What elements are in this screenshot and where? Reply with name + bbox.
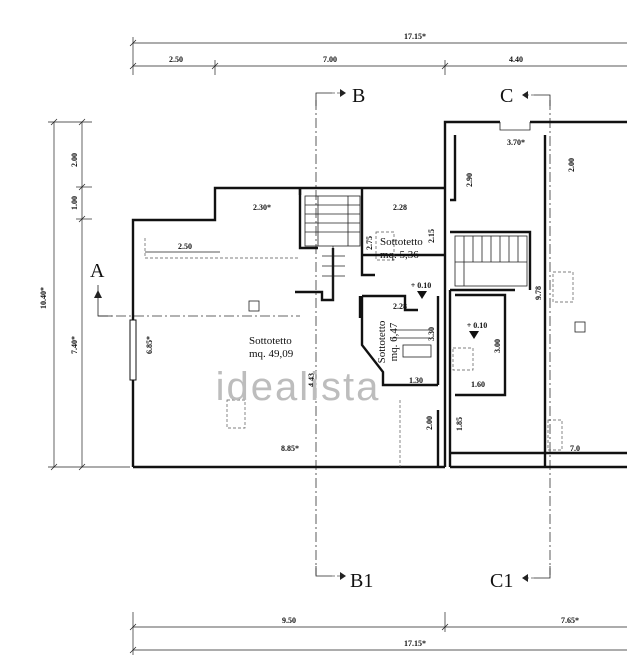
room-main-area: mq. 49,09: [249, 348, 294, 360]
dim-left-2-00: 2.00: [70, 153, 79, 167]
dim-bottom-9-50: 9.50: [282, 616, 296, 625]
dim-1-85: 1.85: [455, 417, 464, 431]
dim-6-85: 6.85*: [145, 336, 154, 354]
dim-3-70: 3.70*: [507, 138, 525, 147]
stairs-right: [454, 235, 528, 287]
left-dimension-chain: 10.40* 2.00 1.00 7.40*: [39, 118, 130, 471]
room-upper-area: mq. 5,36: [380, 249, 419, 261]
dim-total-top: 17.15*: [404, 32, 426, 41]
dim-2-30: 2.30*: [253, 203, 271, 212]
section-c-label: C: [500, 85, 513, 107]
dim-bottom-7-65: 7.65*: [561, 616, 579, 625]
dim-1-30: 1.30: [409, 376, 423, 385]
section-c1-label: C1: [490, 570, 513, 592]
dim-9-78: 9.78: [534, 286, 543, 300]
stairs-middle: [304, 195, 432, 358]
dim-top-2-50: 2.50: [169, 55, 183, 64]
dim-2-00-right: 2.00: [567, 158, 576, 172]
top-dimension-chain: 17.15* 2.50 7.00 4.40: [129, 32, 627, 75]
dim-3-30: 3.30: [427, 327, 436, 341]
dim-left-10-40: 10.40*: [39, 287, 48, 309]
dim-2-00-low: 2.00: [425, 416, 434, 430]
watermark-logo: idealista: [216, 365, 381, 409]
dim-3-00: 3.00: [493, 339, 502, 353]
dim-4-43: 4.43: [307, 373, 316, 387]
bottom-dimension-chain: 9.50 7.65* 17.15*: [129, 612, 627, 655]
dim-2-28-top: 2.28: [393, 203, 407, 212]
section-lines: B B1 C C1 A: [90, 85, 551, 592]
dim-left-1-00: 1.00: [70, 196, 79, 210]
dim-total-bottom: 17.15*: [404, 639, 426, 648]
dim-left-7-40: 7.40*: [70, 336, 79, 354]
section-b-label: B: [352, 85, 365, 107]
section-a-label: A: [90, 260, 105, 282]
dim-2-15: 2.15: [427, 229, 436, 243]
section-b1-label: B1: [350, 570, 373, 592]
dim-2-50: 2.50: [178, 242, 192, 251]
dim-2-75: 2.75: [365, 236, 374, 250]
walls: [129, 120, 627, 469]
dim-7-0x: 7.0: [570, 444, 580, 453]
fixtures: [144, 231, 586, 467]
room-main-name: Sottotetto: [249, 335, 292, 347]
level-marker-right: + 0.10: [467, 321, 488, 330]
room-upper-name: Sottotetto: [380, 236, 423, 248]
dim-2-28-mid: 2.28: [393, 302, 407, 311]
room-labels: Sottotetto mq. 49,09 Sottotetto mq. 5,36…: [249, 236, 423, 363]
internal-dimensions: 2.30* 2.50 6.85* 8.85* 4.43 2.00 2.28 2.…: [145, 138, 580, 453]
level-marker-middle: + 0.10: [411, 281, 432, 290]
dim-8-85: 8.85*: [281, 444, 299, 453]
dim-2-90: 2.90: [465, 173, 474, 187]
room-rotated-area: mq. 6,47: [388, 322, 400, 361]
room-rotated-name: Sottotetto: [376, 320, 388, 363]
dim-top-4-40: 4.40: [509, 55, 523, 64]
dim-1-60: 1.60: [471, 380, 485, 389]
dim-top-7-00: 7.00: [323, 55, 337, 64]
